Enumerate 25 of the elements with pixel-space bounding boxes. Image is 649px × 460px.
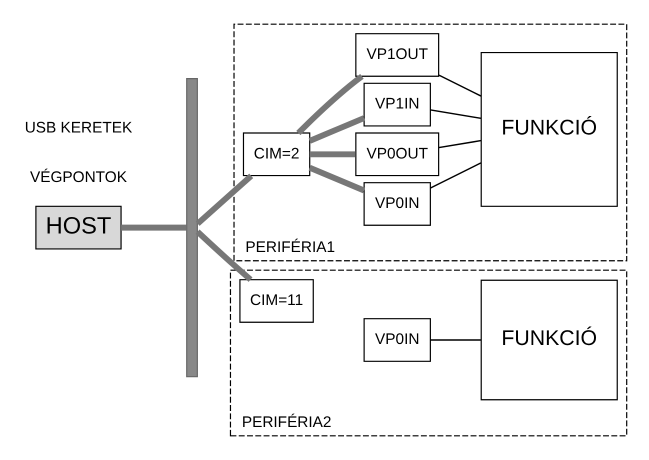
connector [196,174,254,226]
node-box: FUNKCIÓ [480,280,618,400]
connector [430,339,481,341]
node-box: CIM=2 [242,132,310,176]
connector [430,162,482,189]
connector [430,109,482,120]
label: USB KERETEK [24,119,132,136]
connector [310,151,356,158]
node-box: CIM=11 [239,279,314,323]
connector [438,140,482,148]
node-bar [186,78,198,378]
node-box: VP1IN [364,82,431,126]
connector [196,230,253,282]
label: VÉGPONTOK [30,168,127,186]
connector [296,74,364,136]
connector [308,115,366,144]
connector [308,165,366,194]
node-box: VP0IN [364,182,431,226]
node-box: VP1OUT [355,33,440,77]
connector [121,224,186,231]
node-box: VP0OUT [355,132,440,176]
node-box: HOST [35,206,122,250]
node-box: VP0IN [364,318,431,362]
connector [438,74,482,97]
node-box: FUNKCIÓ [480,52,618,207]
